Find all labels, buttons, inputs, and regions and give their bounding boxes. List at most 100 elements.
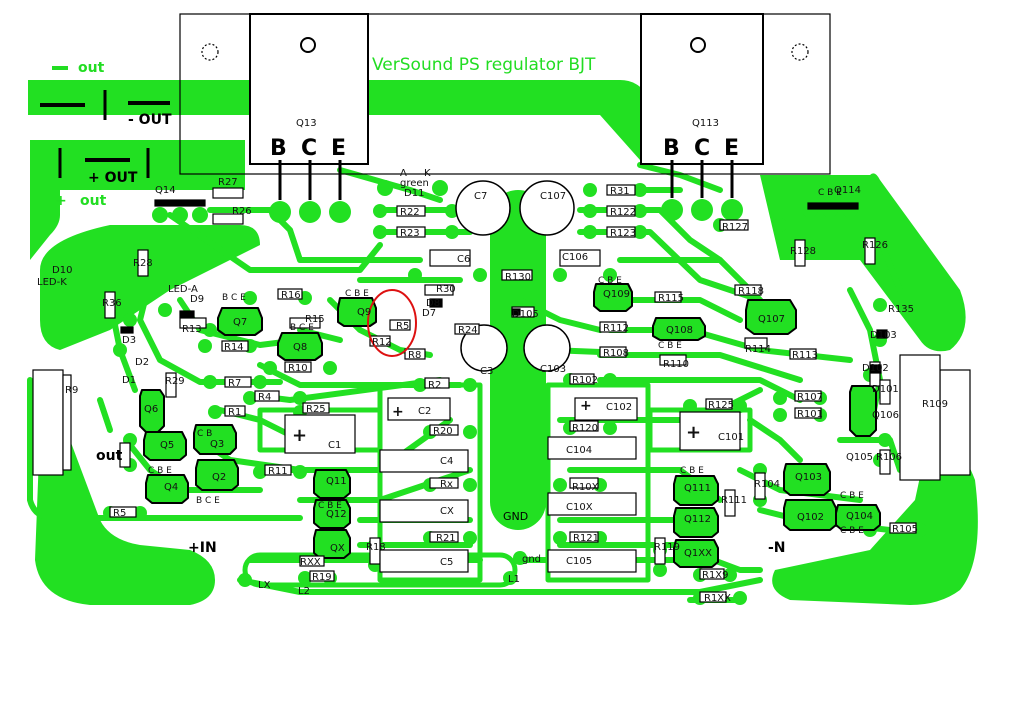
- svg-text:D101: D101: [872, 384, 899, 395]
- svg-text:out: out: [78, 60, 105, 76]
- r109-power-resistor: [939, 369, 971, 476]
- q114-bar: [807, 202, 859, 210]
- svg-text:Q108: Q108: [666, 325, 693, 336]
- svg-text:R14: R14: [224, 342, 244, 353]
- svg-text:R4: R4: [258, 392, 271, 403]
- mount-hole-left: [201, 43, 219, 61]
- svg-text:B: B: [270, 136, 287, 161]
- svg-text:Q3: Q3: [210, 439, 224, 450]
- r9-power-resistor: [32, 369, 64, 476]
- svg-text:Q8: Q8: [293, 342, 307, 353]
- svg-text:Q112: Q112: [684, 514, 711, 525]
- svg-text:R107: R107: [797, 392, 823, 403]
- svg-text:C B E: C B E: [345, 289, 369, 299]
- svg-text:R130: R130: [505, 272, 531, 283]
- svg-text:E: E: [331, 136, 346, 161]
- svg-text:C: C: [301, 136, 317, 161]
- svg-text:R113: R113: [792, 350, 818, 361]
- minus-glyph: [52, 66, 68, 70]
- svg-text:D3: D3: [122, 335, 136, 346]
- q7-footprint: [217, 307, 263, 336]
- svg-text:R1XX: R1XX: [704, 593, 731, 604]
- q13-mount-hole: [300, 37, 316, 53]
- svg-text:Q1XX: Q1XX: [684, 548, 712, 559]
- svg-text:R21: R21: [436, 533, 456, 544]
- svg-text:R7: R7: [228, 378, 241, 389]
- svg-text:Q11: Q11: [326, 476, 347, 487]
- svg-text:C B E: C B E: [840, 491, 864, 501]
- svg-text:Q102: Q102: [797, 512, 824, 523]
- svg-text:R105: R105: [892, 524, 918, 535]
- svg-text:R126: R126: [862, 240, 888, 251]
- svg-text:CX: CX: [440, 506, 454, 517]
- q3-footprint: [193, 424, 237, 455]
- svg-text:R29: R29: [165, 376, 185, 387]
- svg-text:C1: C1: [328, 440, 341, 451]
- svg-text:Q104: Q104: [846, 511, 873, 522]
- svg-text:+ OUT: + OUT: [88, 170, 138, 186]
- svg-text:C102: C102: [606, 402, 632, 413]
- svg-text:R15: R15: [305, 314, 325, 325]
- svg-text:-N: -N: [768, 540, 786, 556]
- svg-text:R13: R13: [182, 324, 202, 335]
- svg-text:D7: D7: [422, 308, 436, 319]
- svg-text:R24: R24: [458, 325, 478, 336]
- svg-text:C B E: C B E: [658, 341, 682, 351]
- svg-text:R23: R23: [400, 228, 420, 239]
- svg-text:C10X: C10X: [566, 502, 593, 513]
- svg-text:+IN: +IN: [188, 540, 217, 556]
- q4-footprint: [145, 474, 189, 504]
- svg-text:R5: R5: [113, 508, 126, 519]
- svg-text:B C E: B C E: [290, 323, 314, 333]
- svg-text:RXX: RXX: [300, 557, 321, 568]
- svg-text:C2: C2: [418, 406, 431, 417]
- q8-footprint: [277, 332, 323, 361]
- q12-footprint: [313, 499, 351, 529]
- r9-inner: [62, 374, 72, 471]
- svg-text:R101: R101: [797, 409, 823, 420]
- svg-text:B C E: B C E: [222, 293, 246, 303]
- q109-footprint: [593, 283, 633, 312]
- svg-text:R2: R2: [428, 380, 441, 391]
- svg-text:R115: R115: [658, 293, 684, 304]
- svg-text:C B E: C B E: [318, 501, 342, 511]
- svg-text:R108: R108: [603, 348, 629, 359]
- copper-layer: [27, 80, 978, 605]
- svg-text:R125: R125: [708, 400, 734, 411]
- silkscreen: [32, 13, 971, 603]
- svg-text:B C E: B C E: [196, 496, 220, 506]
- svg-text:R120: R120: [572, 423, 598, 434]
- svg-text:R27: R27: [218, 177, 238, 188]
- svg-text:R119: R119: [654, 542, 680, 553]
- svg-text:out: out: [96, 448, 123, 464]
- svg-text:C7: C7: [474, 191, 487, 202]
- svg-text:R1X9: R1X9: [702, 570, 729, 581]
- q1xx-footprint: [673, 539, 719, 568]
- c103-cap: [523, 324, 571, 372]
- heatsink-outline: [179, 13, 831, 175]
- svg-text:C B E: C B E: [680, 466, 704, 476]
- svg-text:R128: R128: [790, 246, 816, 257]
- c3-cap: [460, 324, 508, 372]
- svg-text:R36: R36: [102, 298, 122, 309]
- svg-text:- OUT: - OUT: [128, 112, 172, 128]
- q104-footprint: [835, 504, 881, 531]
- svg-text:R123: R123: [610, 228, 636, 239]
- svg-text:+: +: [580, 398, 592, 414]
- svg-text:C6: C6: [457, 254, 470, 265]
- svg-text:B: B: [663, 136, 680, 161]
- svg-text:Q105: Q105: [846, 452, 873, 463]
- svg-text:LX: LX: [258, 580, 271, 591]
- svg-text:R118: R118: [738, 286, 764, 297]
- svg-text:R11: R11: [268, 466, 288, 477]
- svg-text:C B E: C B E: [598, 276, 622, 286]
- svg-text:C B E: C B E: [840, 526, 864, 536]
- svg-text:Q13: Q13: [296, 118, 317, 129]
- svg-text:green: green: [400, 178, 429, 189]
- svg-text:QX: QX: [330, 543, 345, 554]
- svg-text:LED-K: LED-K: [37, 277, 67, 288]
- svg-text:Q7: Q7: [233, 317, 247, 328]
- svg-text:out: out: [80, 193, 107, 209]
- svg-text:R110: R110: [663, 359, 689, 370]
- svg-text:R28: R28: [133, 258, 153, 269]
